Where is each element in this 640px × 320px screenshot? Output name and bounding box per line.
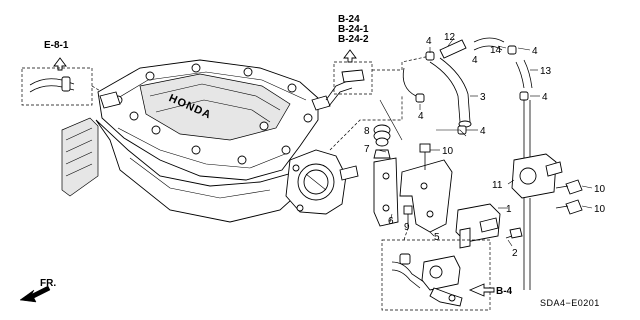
callout-10b[interactable]: 10 xyxy=(594,184,606,195)
callout-13[interactable]: 13 xyxy=(540,66,552,77)
ref-b4-label[interactable]: B-4 xyxy=(496,286,513,297)
callout-3[interactable]: 3 xyxy=(480,92,486,103)
callout-8[interactable]: 8 xyxy=(364,126,370,137)
callout-10a[interactable]: 10 xyxy=(442,146,454,157)
ref-e81-label[interactable]: E-8-1 xyxy=(44,40,69,51)
hose-route-mid xyxy=(329,96,403,151)
b4-assembly xyxy=(391,253,463,307)
grommet-8 xyxy=(373,124,391,147)
callout-4c[interactable]: 4 xyxy=(532,46,538,57)
leader-8 xyxy=(379,99,403,141)
e81-detail-box xyxy=(21,67,93,106)
callout-4e[interactable]: 4 xyxy=(418,111,424,122)
callout-2[interactable]: 2 xyxy=(512,248,518,259)
hose-3 xyxy=(429,57,472,128)
leaders xyxy=(377,37,593,247)
callout-11[interactable]: 11 xyxy=(492,180,503,191)
ref-b241[interactable]: B-24-1 xyxy=(338,24,369,35)
hose-route-top xyxy=(372,55,431,71)
b4-leader xyxy=(403,227,409,241)
callout-9[interactable]: 9 xyxy=(404,222,410,233)
intake-manifold xyxy=(61,59,353,223)
callout-12[interactable]: 12 xyxy=(444,32,456,43)
bolt-10-mid xyxy=(419,143,431,170)
callout-4d[interactable]: 4 xyxy=(542,92,548,103)
solenoid-valve-1 xyxy=(455,203,501,249)
right-arrow-icon xyxy=(468,283,495,297)
front-arrow-icon xyxy=(19,285,51,303)
callout-4f[interactable]: 4 xyxy=(480,126,486,137)
throttle-body xyxy=(285,149,359,215)
ref-b24-group[interactable]: B-24 B-24-1 B-24-2 xyxy=(338,14,369,63)
diagram-code: SDA4−E0201 xyxy=(540,298,600,308)
bracket-6 xyxy=(373,157,399,227)
ref-e81[interactable]: E-8-1 xyxy=(44,40,69,71)
front-label: FR. xyxy=(40,278,56,289)
callout-10c[interactable]: 10 xyxy=(594,204,606,215)
hose-14-13 xyxy=(473,37,533,89)
e81-hose xyxy=(29,76,75,93)
hose-link xyxy=(402,67,417,97)
callout-7[interactable]: 7 xyxy=(364,144,370,155)
hose-12 xyxy=(439,39,467,59)
bolt-2 xyxy=(505,227,523,239)
callout-6[interactable]: 6 xyxy=(388,216,394,227)
leader-4-mid xyxy=(436,129,467,137)
front-direction: FR. xyxy=(19,278,56,303)
callouts: 4 12 4 14 4 13 3 4 4 4 8 7 10 11 10 1 10… xyxy=(364,32,606,259)
callout-14[interactable]: 14 xyxy=(490,45,502,56)
callout-5[interactable]: 5 xyxy=(434,232,440,243)
clamps xyxy=(415,45,529,135)
callout-1[interactable]: 1 xyxy=(506,204,512,215)
ref-b24[interactable]: B-24 xyxy=(338,14,360,25)
b4-detail-box xyxy=(381,239,491,311)
solenoid-valve-11 xyxy=(511,153,563,290)
b24-fitting xyxy=(341,69,365,83)
ref-b4[interactable]: B-4 xyxy=(468,283,513,297)
callout-4a[interactable]: 4 xyxy=(426,36,432,47)
up-arrow-icon xyxy=(343,49,357,63)
bolts-10-right xyxy=(555,179,583,215)
ref-b242[interactable]: B-24-2 xyxy=(338,34,369,45)
callout-4b[interactable]: 4 xyxy=(472,55,478,66)
